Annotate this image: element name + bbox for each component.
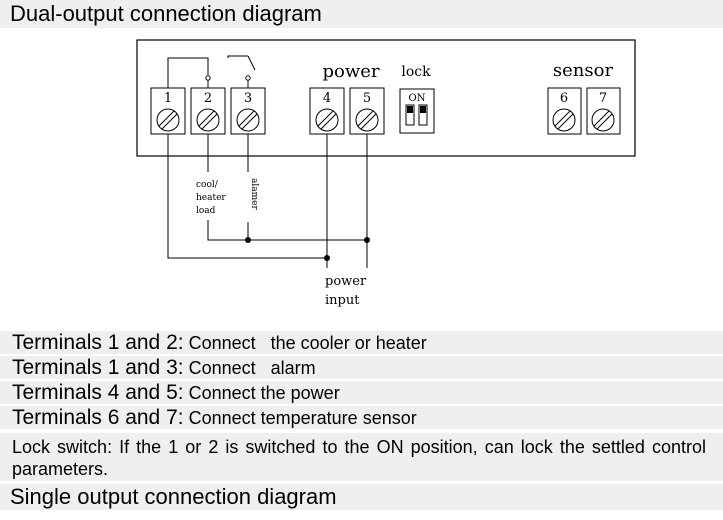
instruction-1-text: Connect the cooler or heater bbox=[183, 333, 427, 353]
terminal-3-label: 3 bbox=[244, 91, 252, 106]
terminal-1-screw-icon bbox=[156, 108, 180, 132]
instruction-1-terminals: Terminals 1 and 2: bbox=[12, 331, 184, 354]
terminal-4-screw-icon bbox=[315, 108, 339, 132]
instruction-band-3 bbox=[0, 381, 723, 404]
power-group-label: power bbox=[322, 61, 379, 82]
instruction-line-3: Terminals 4 and 5: Connect the power bbox=[12, 381, 340, 405]
terminal-5: 5 bbox=[349, 87, 385, 135]
footer-heading: Single output connection diagram bbox=[10, 484, 337, 509]
terminal-3-screw-icon bbox=[236, 108, 260, 132]
terminal-6-label: 6 bbox=[560, 91, 568, 106]
terminal-6-screw-icon bbox=[552, 108, 576, 132]
title-band bbox=[0, 0, 723, 28]
load-label-line-3: load bbox=[196, 206, 216, 216]
terminal-2-label: 2 bbox=[204, 91, 212, 106]
instruction-4-text: Connect temperature sensor bbox=[183, 408, 417, 428]
lock-dip-switch-icon: ON bbox=[399, 88, 435, 134]
terminal-5-screw-icon bbox=[355, 108, 379, 132]
terminal-7: 7 bbox=[586, 87, 621, 135]
instruction-3-text: Connect the power bbox=[183, 383, 340, 403]
instruction-band-2 bbox=[0, 356, 723, 379]
page-title: Dual-output connection diagram bbox=[10, 1, 322, 26]
instruction-band-1 bbox=[0, 331, 723, 354]
controller-box bbox=[136, 39, 636, 157]
instruction-line-2: Terminals 1 and 3: Connect alarm bbox=[12, 356, 316, 380]
instruction-line-4: Terminals 6 and 7: Connect temperature s… bbox=[12, 406, 417, 430]
terminal-2-screw-icon bbox=[196, 108, 220, 132]
lock-switch-note: Lock switch: If the 1 or 2 is switched t… bbox=[12, 437, 706, 479]
lock-switch-on-label: ON bbox=[409, 93, 426, 104]
power-input-label-line-2: input bbox=[325, 293, 360, 308]
instruction-4-terminals: Terminals 6 and 7: bbox=[12, 406, 184, 429]
alarm-label: alamer bbox=[249, 178, 259, 210]
instruction-2-text: Connect alarm bbox=[183, 358, 316, 378]
power-input-label-line-1: power bbox=[325, 274, 367, 289]
relay-contacts bbox=[167, 55, 256, 88]
wiring-diagram: 1 2 3 power 4 5 lock bbox=[136, 39, 636, 308]
instruction-3-terminals: Terminals 4 and 5: bbox=[12, 381, 184, 404]
terminal-1: 1 bbox=[150, 87, 186, 135]
lock-group-label: lock bbox=[401, 64, 431, 80]
terminal-5-label: 5 bbox=[363, 91, 371, 106]
terminal-1-label: 1 bbox=[164, 91, 172, 106]
terminal-4: 4 bbox=[309, 87, 345, 135]
terminal-3: 3 bbox=[230, 87, 266, 135]
terminal-7-label: 7 bbox=[599, 91, 607, 106]
instruction-band-4 bbox=[0, 406, 723, 429]
external-wiring bbox=[167, 134, 370, 268]
load-label-line-2: heater bbox=[196, 193, 226, 203]
load-label-line-1: cool/ bbox=[196, 180, 219, 190]
lock-note-band bbox=[0, 433, 723, 481]
terminal-2: 2 bbox=[190, 87, 226, 135]
sensor-group-label: sensor bbox=[553, 60, 614, 81]
terminal-6: 6 bbox=[547, 87, 582, 135]
terminal-7-screw-icon bbox=[591, 108, 615, 132]
instruction-line-1: Terminals 1 and 2: Connect the cooler or… bbox=[12, 331, 427, 355]
terminal-4-label: 4 bbox=[323, 91, 331, 106]
instruction-2-terminals: Terminals 1 and 3: bbox=[12, 356, 184, 379]
footer-band bbox=[0, 484, 723, 510]
